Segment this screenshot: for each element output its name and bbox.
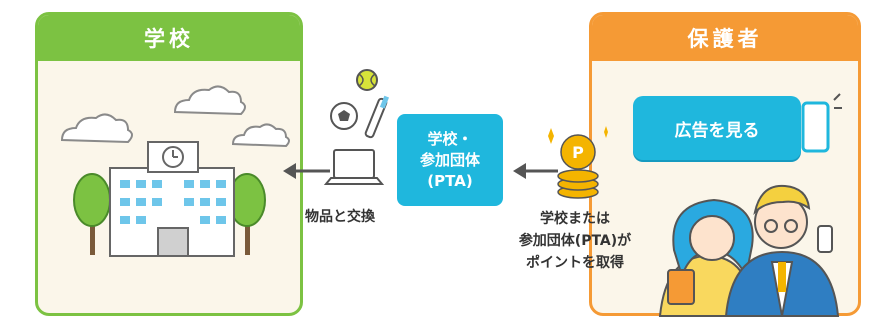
parent-header: 保護者 — [592, 15, 858, 61]
cloud-icon — [60, 113, 133, 144]
arrow-left-icon — [513, 163, 558, 179]
goods-label: 物品と交換 — [305, 209, 375, 225]
toothbrush-icon — [364, 95, 390, 139]
school-panel: 学校 — [35, 12, 303, 316]
points-label: 学校または 参加団体(PTA)が ポイントを取得 — [500, 208, 650, 274]
arrow-left-icon — [283, 163, 330, 179]
school-building-icon — [109, 141, 235, 257]
points-line-2: 参加団体(PTA)が — [518, 233, 632, 249]
center-line-2: 参加団体 — [419, 150, 480, 169]
center-line-1: 学校・ — [427, 129, 473, 148]
school-header: 学校 — [38, 15, 300, 61]
smartphone-icon — [801, 93, 842, 153]
coin-letter: P — [572, 143, 584, 162]
cloud-icon — [173, 85, 246, 116]
cloud-icon — [231, 123, 290, 148]
laptop-icon — [323, 149, 385, 185]
father-icon — [724, 184, 840, 317]
school-pta-box: 学校・ 参加団体 (PTA) — [397, 114, 503, 206]
tree-icon — [73, 173, 111, 255]
center-line-3: (PTA) — [427, 171, 473, 190]
points-line-1: 学校または — [540, 211, 610, 227]
points-line-3: ポイントを取得 — [526, 255, 624, 271]
coin-stack-icon — [548, 126, 608, 199]
soccer-ball-icon — [330, 102, 358, 130]
watch-ad-button[interactable]: 広告を見る — [633, 96, 801, 160]
tennis-ball-icon — [356, 69, 378, 91]
